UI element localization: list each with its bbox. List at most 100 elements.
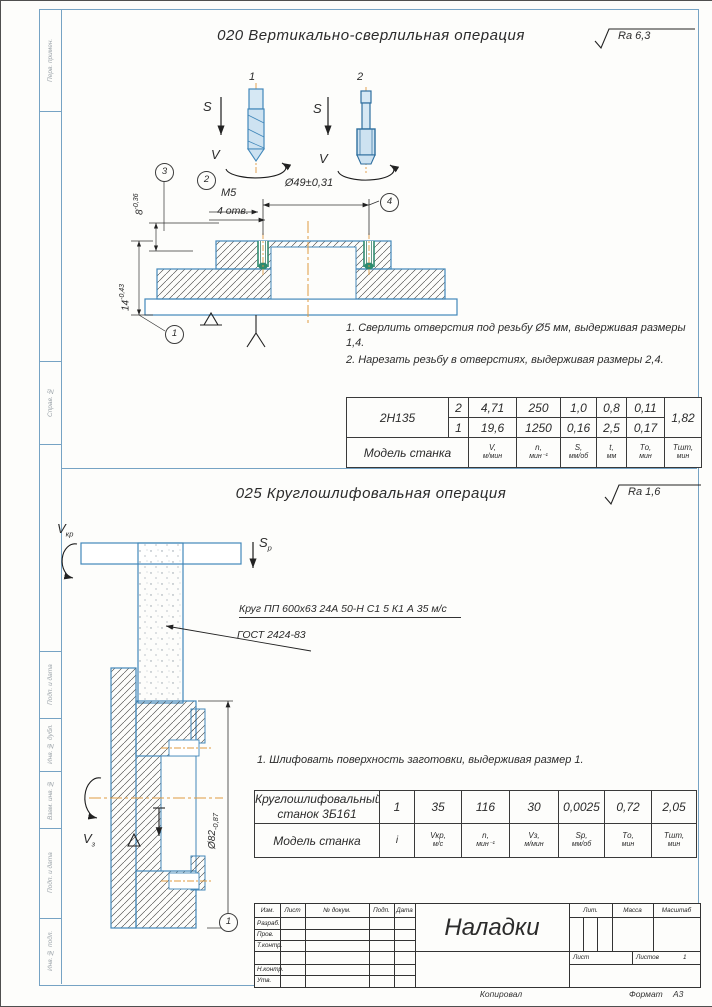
strip-line <box>39 651 61 652</box>
wheel-spec-line2: ГОСТ 2424-83 <box>237 629 306 641</box>
side-hole <box>161 872 213 890</box>
strip-label: Взам. инв. № <box>42 771 59 828</box>
side-hole <box>161 739 213 757</box>
tb-sheet-label: Лист <box>573 954 590 961</box>
title-block: Изм. Лист № докум. Подп. Дата Разраб. Пр… <box>254 903 701 988</box>
strip-label-text: Инв. № дубл. <box>47 724 54 765</box>
tool-tap <box>324 87 400 181</box>
drilling-sketch <box>131 83 458 348</box>
strip-label: Справ. № <box>42 361 59 444</box>
speed-label: V <box>211 147 220 162</box>
tb-line <box>597 917 598 951</box>
cell-s: 0,0025 <box>558 790 605 824</box>
feed-label: S <box>313 101 322 116</box>
header-s: S,мм/об <box>560 437 597 468</box>
cell-t: 2,5 <box>596 417 627 438</box>
label-main: V <box>57 521 66 536</box>
grinding-wheel <box>137 542 184 704</box>
cell-v: 19,6 <box>468 417 517 438</box>
strip-label-text: Подп. и дата <box>47 852 54 894</box>
dim-value: Ø82 <box>207 830 218 849</box>
clamp-symbol <box>246 315 266 348</box>
cell-n: 1250 <box>516 417 561 438</box>
strip-label: Подп. и дата <box>42 828 59 918</box>
dim-8 <box>149 222 219 252</box>
model-label: Модель станка <box>346 437 469 468</box>
tb-line <box>653 904 654 951</box>
header-v: V,м/мин <box>468 437 517 468</box>
strip-label: Перв. примен. <box>42 9 59 111</box>
label-sub: р <box>267 543 272 553</box>
cell-tool: 2 <box>448 397 469 418</box>
roughness-value: Ra 1,6 <box>628 486 661 498</box>
header-n: n,мин⁻¹ <box>461 823 510 858</box>
label-main: S <box>259 535 268 550</box>
tb-row-nkontr: Н.контр. <box>257 966 284 973</box>
strip-label-text: Взам. инв. № <box>47 779 54 820</box>
feed-label: S <box>203 99 212 114</box>
holes-callout: 4 отв. <box>217 205 249 217</box>
note-line: 2. Нарезать резьбу в отверстиях, выдержи… <box>346 354 664 367</box>
tb-mass-label: Масса <box>623 907 642 914</box>
tool-drill <box>217 83 292 179</box>
strip-line <box>39 918 61 919</box>
cell-n: 250 <box>516 397 561 418</box>
tool2-number: 2 <box>357 71 364 83</box>
tb-row-prov: Пров. <box>257 931 274 938</box>
cell-to: 0,11 <box>626 397 665 418</box>
label-sub: з <box>91 839 96 849</box>
dim-tolerance: -0,43 <box>119 283 126 300</box>
op020-cutting-table: 2Н135 2 4,71 250 1,0 0,8 0,11 1,82 1 19,… <box>346 397 702 468</box>
cell-vz: 30 <box>509 790 559 824</box>
dim-tolerance: -0,36 <box>133 193 140 210</box>
tb-line <box>569 917 700 918</box>
cell-tool: 1 <box>448 417 469 438</box>
header-tsht: Tшт,мин <box>651 823 697 858</box>
strip-label-text: Инв. № подл. <box>47 930 54 972</box>
m5-leaders <box>209 209 265 223</box>
tb-line <box>415 904 416 987</box>
dim14-dim: 14-0,43 <box>119 284 131 311</box>
workpiece-section-020 <box>144 221 458 348</box>
operation-divider <box>61 468 697 469</box>
radial-feed-label: Sр <box>259 535 272 553</box>
wheel-spec-line1: Круг ПП 600x63 24А 50-Н С1 5 К1 А 35 м/с <box>239 603 461 618</box>
tb-lit-label: Лит. <box>583 907 598 914</box>
cell-v: 4,71 <box>468 397 517 418</box>
strip-label: Инв. № подл. <box>42 918 59 984</box>
roughness-check-icon <box>604 484 701 506</box>
strip-label: Подп. и дата <box>42 651 59 718</box>
label-sub: кр <box>65 529 74 539</box>
tapped-hole <box>363 233 375 275</box>
dim-value: 8 <box>134 209 146 215</box>
op025-title: 025 Круглошлифовальная операция <box>235 485 507 502</box>
grinding-sketch <box>61 542 312 929</box>
roughness-value: Ra 6,3 <box>618 30 651 42</box>
wheel-speed-label: Vкр <box>57 521 73 539</box>
wheel-rotation-arrow <box>61 543 78 580</box>
tb-line <box>280 904 281 987</box>
op020-title: 020 Вертикально-сверлильная операция <box>217 27 525 44</box>
cell-t: 0,8 <box>596 397 627 418</box>
op025-note: 1. Шлифовать поверхность заготовки, выде… <box>257 753 697 771</box>
dim-14 <box>131 240 166 332</box>
label-main: V <box>83 831 92 846</box>
dia82-dim: Ø82-0,87 <box>207 813 220 849</box>
strip-label-text: Перв. примен. <box>47 38 54 82</box>
clamp-symbol <box>153 807 165 836</box>
tb-line <box>583 917 584 951</box>
tb-row-utv: Утв. <box>257 977 272 984</box>
tb-sheets-label: Листов <box>636 954 659 961</box>
strip-label: Инв. № дубл. <box>42 718 59 771</box>
strip-line <box>39 111 61 112</box>
balloon-1: 1 <box>165 325 184 344</box>
work-speed-label: Vз <box>83 831 95 849</box>
strip-label-text: Подп. и дата <box>47 664 54 705</box>
dim-tolerance: -0,87 <box>211 812 220 831</box>
strip-line <box>39 771 61 772</box>
roughness-symbol-020: Ra 6,3 <box>591 25 701 53</box>
balloon-1: 1 <box>219 913 238 932</box>
header-v: Vкр,м/с <box>414 823 462 858</box>
